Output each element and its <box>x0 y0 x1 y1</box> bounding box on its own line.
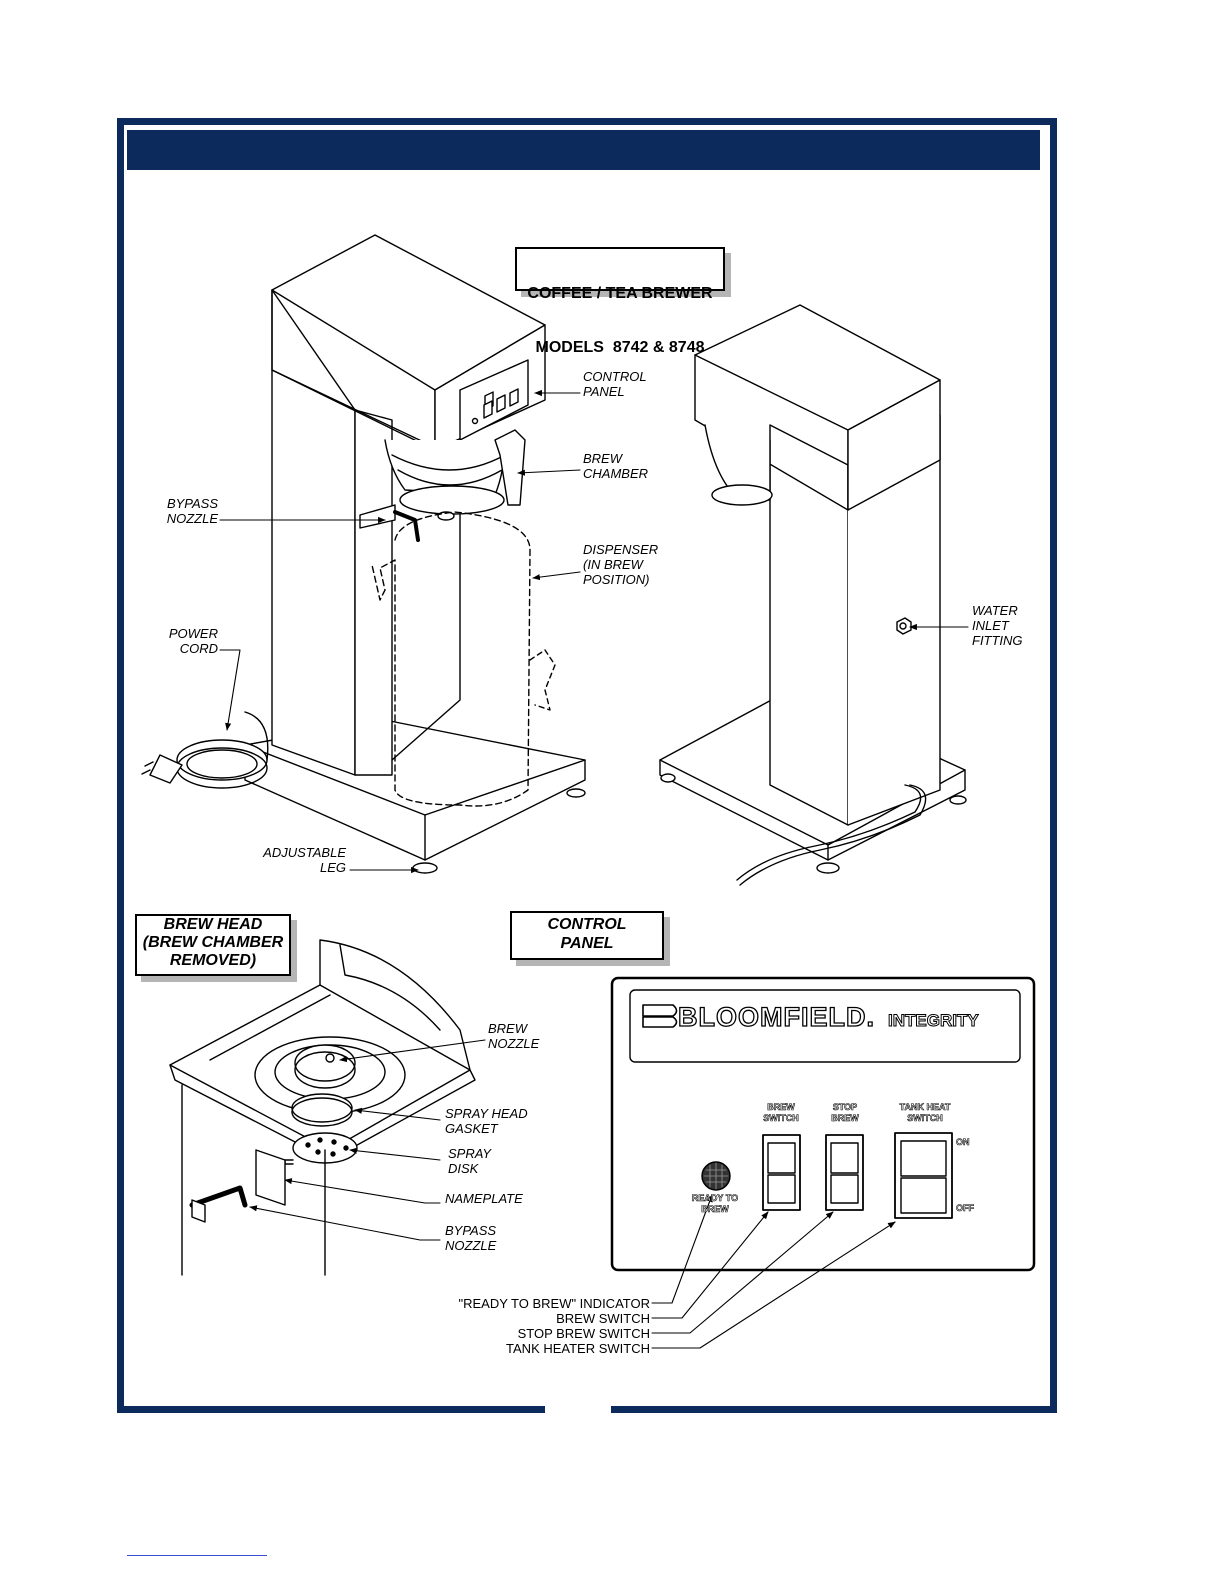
brand-name: BLOOMFIELD. <box>677 1001 875 1032</box>
tank-heat-switch-label: TANK HEAT SWITCH <box>899 1102 951 1124</box>
brew-switch-label: BREW SWITCH <box>763 1102 799 1124</box>
callout-tank-heater-switch: TANK HEATER SWITCH <box>506 1341 650 1356</box>
leader-lines <box>219 389 969 1349</box>
ready-to-brew-label: READY TO BREW <box>691 1193 739 1215</box>
callout-ready-indicator: "READY TO BREW" INDICATOR <box>458 1296 650 1311</box>
callout-stop-brew-switch: STOP BREW SWITCH <box>517 1326 650 1341</box>
callout-brew-switch: BREW SWITCH <box>556 1311 650 1326</box>
control-panel-drawing <box>610 976 1036 1272</box>
label-bypass-nozzle-head: BYPASS NOZZLE <box>445 1223 497 1253</box>
label-bypass-nozzle: BYPASS NOZZLE <box>166 496 218 526</box>
stop-brew-label: STOP BREW <box>831 1102 859 1124</box>
control-panel-title: CONTROL PANEL <box>510 911 664 960</box>
brewer-front <box>141 234 586 874</box>
label-dispenser: DISPENSER (IN BREW POSITION) <box>583 542 659 587</box>
title-box: COFFEE / TEA BREWER MODELS 8742 & 8748 <box>515 247 725 356</box>
frame-gap <box>545 1404 611 1418</box>
title-box-line2: MODELS 8742 & 8748 <box>535 339 705 356</box>
label-spray-disk: SPRAY DISK <box>448 1146 492 1176</box>
title-box-line1: COFFEE / TEA BREWER <box>527 285 713 302</box>
brand-sub: INTEGRITY <box>888 1011 980 1031</box>
footer-link-line <box>127 1555 267 1556</box>
brew-head-title: BREW HEAD (BREW CHAMBER REMOVED) <box>135 914 291 976</box>
label-brew-nozzle: BREW NOZZLE <box>488 1021 540 1051</box>
label-spray-head-gasket: SPRAY HEAD GASKET <box>445 1106 528 1136</box>
off-label: OFF <box>956 1203 975 1214</box>
label-power-cord: POWER CORD <box>168 626 218 656</box>
label-nameplate: NAMEPLATE <box>445 1191 523 1206</box>
brewer-rear <box>659 304 967 886</box>
title-bar <box>127 130 1040 170</box>
brew-head-drawing <box>169 939 476 1276</box>
label-brew-chamber: BREW CHAMBER <box>583 451 649 481</box>
brand-logo: BLOOMFIELD. <box>642 1001 875 1033</box>
label-water-inlet: WATER INLET FITTING <box>972 603 1023 648</box>
label-control-panel: CONTROL PANEL <box>583 369 647 399</box>
label-adjustable-leg: ADJUSTABLE LEG <box>263 845 346 875</box>
on-label: ON <box>956 1137 970 1148</box>
